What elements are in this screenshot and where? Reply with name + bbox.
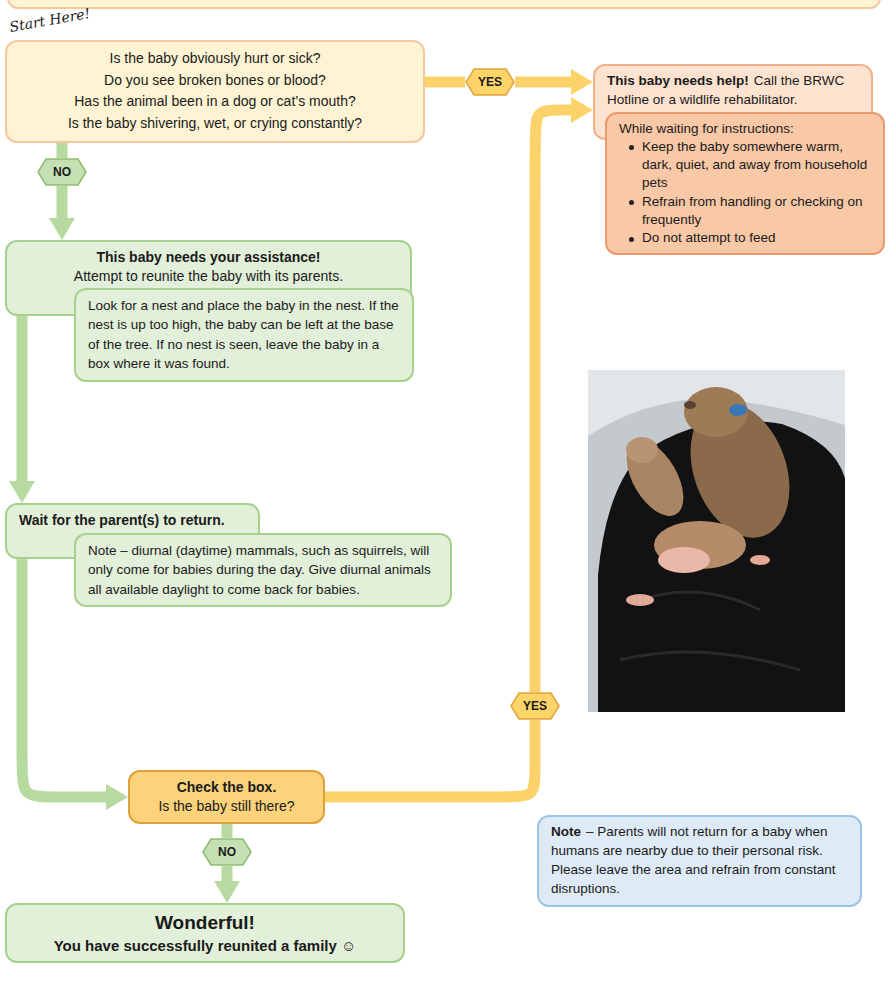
flow-arrow bbox=[57, 186, 68, 218]
flow-arrow bbox=[425, 77, 465, 88]
body-text: While waiting for instructions: bbox=[619, 120, 871, 138]
instruction-box: While waiting for instructions:Keep the … bbox=[605, 112, 885, 256]
squirrel-belly bbox=[658, 547, 710, 573]
note-box: Note – diurnal (daytime) mammals, such a… bbox=[74, 533, 452, 608]
body-text: Is the baby obviously hurt or sick? bbox=[19, 48, 411, 70]
answer-hexagon: YES bbox=[510, 692, 560, 720]
answer-label: NO bbox=[53, 166, 71, 178]
hexagon-outline bbox=[203, 839, 251, 865]
answer-hexagon: NO bbox=[202, 838, 252, 866]
hexagon-outline bbox=[511, 693, 559, 719]
squirrel-paw bbox=[750, 555, 770, 565]
heading-text: This baby needs help! bbox=[607, 73, 749, 88]
cut-off-banner bbox=[8, 0, 880, 8]
answer-label: NO bbox=[218, 846, 236, 858]
photo-container bbox=[588, 370, 845, 436]
question-box: Start Here!Is the baby obviously hurt or… bbox=[5, 40, 425, 143]
squirrel-body bbox=[615, 431, 695, 526]
note-box: Note– Parents will not return for a baby… bbox=[537, 815, 862, 907]
heading-text: Check the box. bbox=[142, 778, 311, 797]
flow-arrow bbox=[222, 866, 233, 881]
body-text: Is the baby shivering, wet, or crying co… bbox=[19, 113, 411, 135]
flow-arrow bbox=[325, 720, 535, 797]
answer-hexagon: NO bbox=[37, 158, 87, 186]
squirrel-head bbox=[684, 387, 748, 437]
answer-label: YES bbox=[478, 76, 502, 88]
photo-ground bbox=[588, 370, 845, 712]
squirrel-photo bbox=[588, 370, 845, 712]
blanket-fold bbox=[620, 592, 800, 670]
heading-text: You have successfully reunited a family … bbox=[19, 936, 391, 956]
flow-arrow bbox=[515, 77, 571, 88]
result-box: Wonderful!You have successfully reunited… bbox=[5, 903, 405, 963]
flow-arrow bbox=[222, 824, 233, 838]
flow-arrow bbox=[17, 316, 28, 481]
squirrel-head bbox=[626, 437, 658, 463]
hexagon-outline bbox=[38, 159, 86, 185]
wait-box: Wait for the parent(s) to return.Note – … bbox=[5, 503, 260, 559]
check-box: Check the box.Is the baby still there? bbox=[128, 770, 325, 824]
start-tag: Start Here! bbox=[8, 5, 91, 35]
flow-arrow bbox=[57, 143, 68, 158]
squirrel-paw bbox=[626, 594, 654, 606]
body-text: Has the animal been in a dog or cat’s mo… bbox=[19, 91, 411, 113]
hexagon-outline bbox=[466, 69, 514, 95]
squirrel-eye bbox=[684, 401, 696, 409]
bullet-item: Keep the baby somewhere warm, dark, quie… bbox=[629, 138, 871, 193]
heading-text: Wait for the parent(s) to return. bbox=[19, 511, 246, 531]
body-text: Note – diurnal (daytime) mammals, such a… bbox=[88, 541, 438, 600]
body-text: Do you see broken bones or blood? bbox=[19, 70, 411, 92]
body-text: – Parents will not return for a baby whe… bbox=[551, 824, 835, 896]
assist-box: This baby needs your assistance!Attempt … bbox=[5, 240, 412, 316]
heading-text: This baby needs your assistance! bbox=[19, 248, 398, 267]
answer-hexagon: YES bbox=[465, 68, 515, 96]
body-text: Look for a nest and place the baby in th… bbox=[88, 296, 400, 374]
body-text: Attempt to reunite the baby with its par… bbox=[19, 267, 398, 286]
body-text: Is the baby still there? bbox=[142, 797, 311, 816]
heading-text: Note bbox=[551, 824, 581, 839]
bullet-item: Do not attempt to feed bbox=[629, 229, 871, 247]
instruction-box: Look for a nest and place the baby in th… bbox=[74, 288, 414, 382]
answer-label: YES bbox=[523, 700, 547, 712]
squirrel-mark bbox=[729, 404, 747, 416]
flow-arrow bbox=[535, 110, 571, 692]
bullet-item: Refrain from handling or checking on fre… bbox=[629, 193, 871, 229]
help-box: This baby needs help!Call the BRWC Hotli… bbox=[593, 64, 873, 140]
heading-text: Wonderful! bbox=[19, 911, 391, 936]
